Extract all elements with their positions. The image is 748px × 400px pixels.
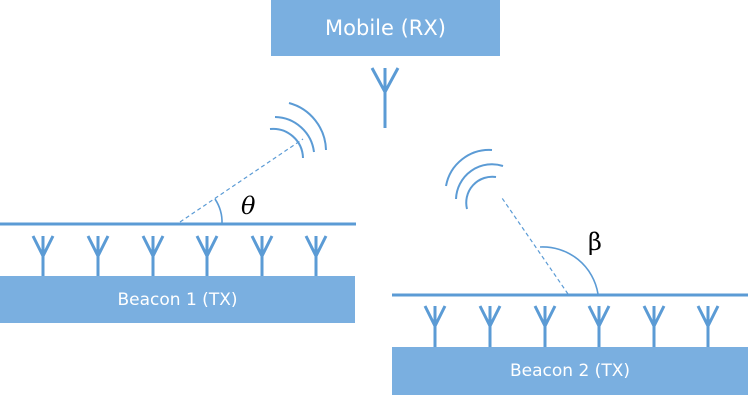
theta-angle-arc <box>214 198 223 225</box>
theta-label: θ <box>241 192 256 220</box>
beacon2-signal-waves-icon <box>445 148 504 210</box>
beta-angle-arc <box>539 246 599 295</box>
beacon2-tx-box: Beacon 2 (TX) <box>392 347 748 395</box>
mobile-rx-box: Mobile (RX) <box>271 0 500 56</box>
beta-label: β <box>588 228 602 256</box>
beacon1-signal-waves-icon <box>269 102 327 159</box>
beacon1-tx-label: Beacon 1 (TX) <box>117 289 238 310</box>
beacon2-signal-path <box>501 197 569 295</box>
beacon2-tx-label: Beacon 2 (TX) <box>510 361 630 381</box>
beacon1-signal-path <box>179 138 304 223</box>
beacon1-tx-box: Beacon 1 (TX) <box>0 276 355 323</box>
mobile-rx-label: Mobile (RX) <box>325 16 446 40</box>
mobile-antenna-icon <box>370 67 400 128</box>
